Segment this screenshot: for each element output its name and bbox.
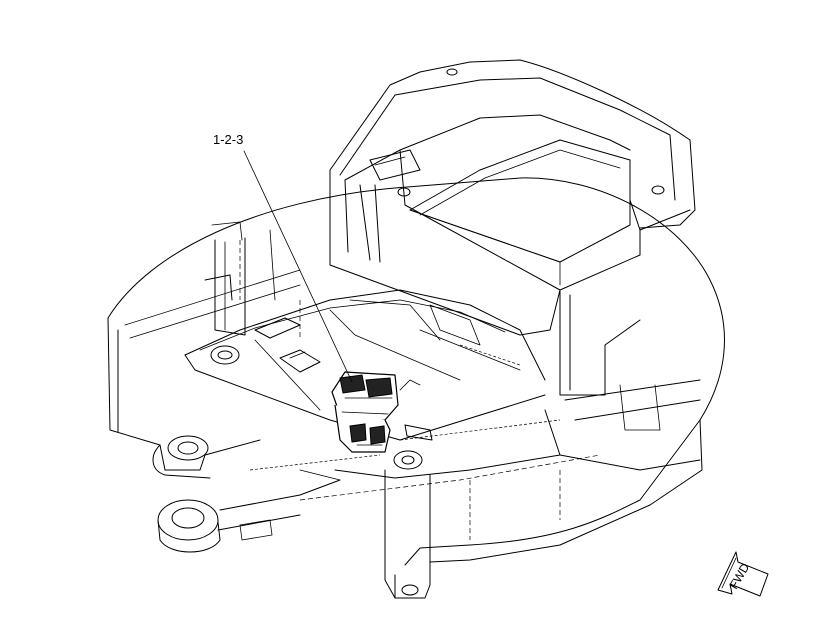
callout-leader-line (243, 150, 353, 383)
switch-assembly (331, 371, 399, 453)
forward-direction-arrow-icon: FWD (717, 551, 769, 597)
upper-housing (204, 59, 696, 396)
base-frame (107, 177, 725, 599)
callout-label: 1-2-3 (213, 132, 243, 147)
fwd-label: FWD (726, 561, 752, 592)
callout-1-2-3: 1-2-3 (213, 132, 353, 383)
deck-panel (184, 289, 546, 470)
